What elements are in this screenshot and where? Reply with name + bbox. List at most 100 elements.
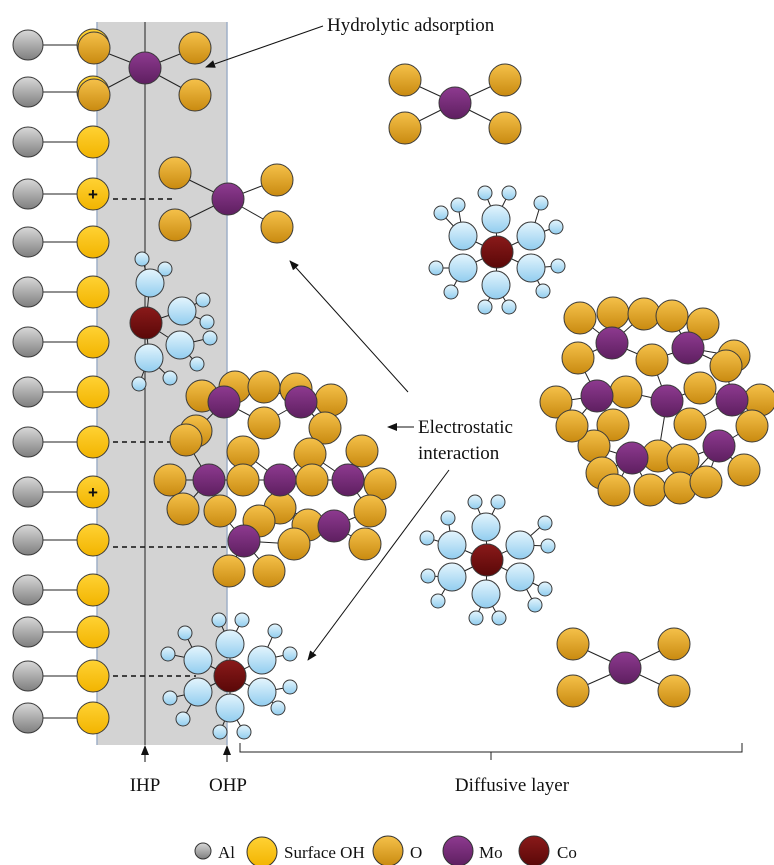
o-atom (488, 111, 522, 145)
h-atom (540, 538, 556, 554)
mo-atom (263, 463, 297, 497)
h-atom (134, 343, 164, 373)
o-atom (597, 473, 631, 507)
mo-atom (192, 463, 226, 497)
surface-oh-atom (76, 659, 110, 693)
o-atom (555, 409, 589, 443)
o-atom (77, 31, 111, 65)
legend-co-label: Co (557, 843, 577, 862)
legend-mo-swatch (442, 835, 474, 865)
al-atom (12, 126, 44, 158)
o-atom (609, 375, 643, 409)
o-atom (308, 411, 342, 445)
legend-al-swatch (194, 842, 212, 860)
o-atom (488, 63, 522, 97)
h-atom (527, 597, 543, 613)
mo-atom (608, 651, 642, 685)
al-atom (12, 76, 44, 108)
surface-oh-atom (76, 573, 110, 607)
al-atom (12, 660, 44, 692)
surface-oh-atom (76, 523, 110, 557)
surface-oh-atom (76, 325, 110, 359)
h-atom (491, 610, 507, 626)
o-atom (169, 423, 203, 457)
legend-mo-label: Mo (479, 843, 503, 862)
o-atom (314, 383, 348, 417)
mo-atom (650, 384, 684, 418)
mo-atom (615, 441, 649, 475)
positive-charge-sign: + (88, 483, 98, 502)
surface-oh-atom (76, 225, 110, 259)
h-atom (450, 197, 466, 213)
h-atom (448, 221, 478, 251)
o-atom (178, 31, 212, 65)
o-atom (203, 494, 237, 528)
diffusive-layer-bracket (239, 743, 743, 760)
o-atom (158, 208, 192, 242)
o-atom (353, 494, 387, 528)
hydrolytic-arrow (205, 25, 324, 68)
mo-atom (702, 429, 736, 463)
al-atom (12, 29, 44, 61)
o-atom (657, 674, 691, 708)
h-atom (247, 677, 277, 707)
h-atom (505, 562, 535, 592)
electrostatic-label-line1: Electrostatic (418, 417, 513, 438)
al-atom (12, 524, 44, 556)
co-atom (213, 659, 247, 693)
mo-atom (128, 51, 162, 85)
h-atom (477, 299, 493, 315)
h-atom (420, 568, 436, 584)
dashed-interactions (113, 198, 227, 677)
h-atom (135, 268, 165, 298)
h-atom (419, 530, 435, 546)
h-atom (443, 284, 459, 300)
mo-atom (331, 463, 365, 497)
surface-oh-atom (76, 475, 110, 509)
h-atom (167, 296, 197, 326)
al-atom (12, 476, 44, 508)
h-atom (440, 510, 456, 526)
h-atom (535, 283, 551, 299)
mo-atom (317, 509, 351, 543)
o-atom (539, 385, 573, 419)
o-atom (166, 492, 200, 526)
o-atom (596, 408, 630, 442)
o-atom (727, 453, 761, 487)
co-atom (470, 543, 504, 577)
o-atom (556, 674, 590, 708)
o-atom (673, 407, 707, 441)
o-atom (247, 406, 281, 440)
o-atom (657, 627, 691, 661)
o-atom (252, 554, 286, 588)
h-atom (162, 370, 178, 386)
legend-surface-oh-swatch (246, 836, 278, 865)
h-atom (267, 623, 283, 639)
o-atom (260, 210, 294, 244)
mo-atom (580, 379, 614, 413)
h-atom (211, 612, 227, 628)
h-atom (490, 494, 506, 510)
surface-oh-atom (76, 125, 110, 159)
al-atom (12, 226, 44, 258)
o-atom (348, 527, 382, 561)
h-atom (183, 645, 213, 675)
h-atom (430, 593, 446, 609)
o-atom (388, 111, 422, 145)
al-atom (12, 426, 44, 458)
mo-atom (207, 385, 241, 419)
o-atom (277, 527, 311, 561)
mo-atom (227, 524, 261, 558)
o-atom (556, 627, 590, 661)
co-atom (480, 235, 514, 269)
surface-oh-atom (76, 275, 110, 309)
h-atom (270, 700, 286, 716)
surface-oh-atom (76, 177, 110, 211)
al-atom (12, 702, 44, 734)
o-atom (178, 78, 212, 112)
h-atom (247, 645, 277, 675)
h-atom (537, 581, 553, 597)
surface-oh-atom (76, 425, 110, 459)
al-atom (12, 376, 44, 408)
